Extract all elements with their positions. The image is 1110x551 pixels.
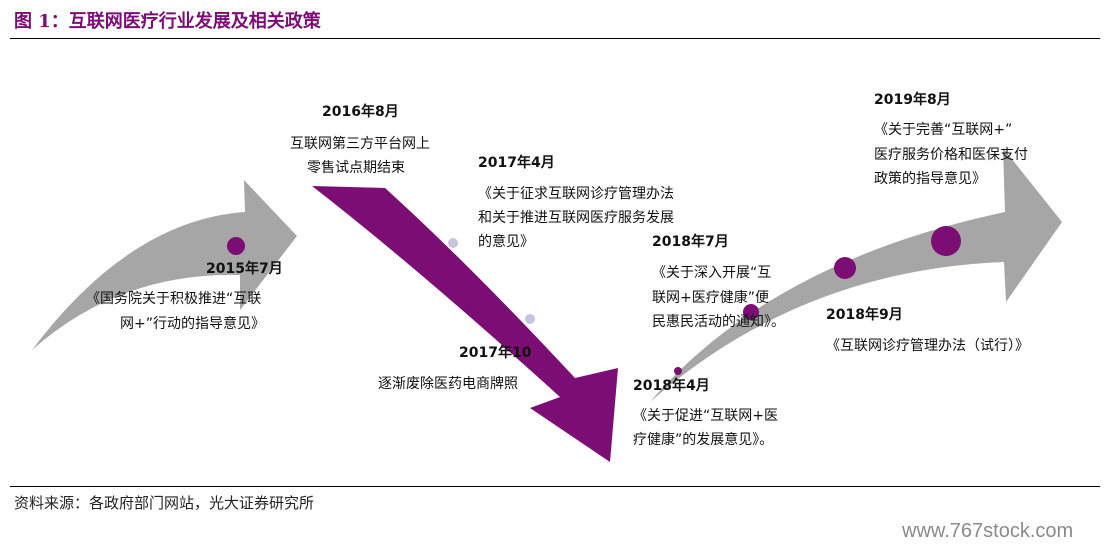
- event-2017-10-date: 2017年10: [459, 345, 532, 361]
- event-2018-07-text-1: 《关于深入开展“互: [652, 265, 772, 281]
- bottom-rule: [10, 486, 1100, 487]
- event-2017-04-text-3: 的意见》: [478, 234, 534, 250]
- marker-2019-08: [931, 226, 961, 256]
- figure-title: 图 1：互联网医疗行业发展及相关政策: [14, 11, 321, 32]
- event-2015-07-date: 2015年7月: [206, 261, 283, 277]
- right-gray-arrow: [650, 148, 1062, 402]
- event-2018-04-date: 2018年4月: [633, 378, 710, 394]
- marker-2015-07: [227, 237, 245, 255]
- event-2017-04-text-2: 和关于推进互联网医疗服务发展: [478, 210, 674, 226]
- top-rule: [10, 38, 1100, 39]
- event-2016-08-date: 2016年8月: [322, 104, 399, 120]
- event-2015-07-text-1: 《国务院关于积极推进“互联: [86, 291, 262, 307]
- event-2019-08-text-2: 医疗服务价格和医保支付: [874, 147, 1028, 163]
- marker-2018-04: [674, 367, 682, 375]
- event-2019-08-text-1: 《关于完善“互联网+”: [874, 122, 1013, 138]
- event-2018-04-text-2: 疗健康”的发展意见》。: [633, 432, 774, 448]
- purple-down-arrow: [312, 186, 618, 462]
- event-2018-07-text-2: 联网+医疗健康”便: [652, 290, 769, 306]
- event-2018-04-text-1: 《关于促进“互联网+医: [633, 408, 778, 424]
- event-2017-04-date: 2017年4月: [478, 155, 555, 171]
- event-2017-10-text-1: 逐渐废除医药电商牌照: [378, 376, 518, 392]
- left-gray-arrow: [32, 180, 297, 350]
- event-2018-09-text-1: 《互联网诊疗管理办法（试行）》: [826, 338, 1029, 354]
- event-2015-07-text-2: 网+”行动的指导意见》: [120, 316, 265, 332]
- site-watermark: www.767stock.com: [902, 520, 1074, 542]
- event-2019-08-date: 2019年8月: [874, 92, 951, 108]
- source-note: 资料来源：各政府部门网站，光大证券研究所: [14, 494, 315, 512]
- event-2019-08-text-3: 政策的指导意见》: [874, 171, 986, 187]
- marker-2017-04: [448, 238, 458, 248]
- event-2016-08-text-2: 零售试点期结束: [307, 160, 405, 176]
- marker-2018-09: [834, 257, 856, 279]
- event-2018-07-date: 2018年7月: [652, 234, 729, 250]
- marker-2018-07: [743, 304, 759, 320]
- event-2018-07-text-3: 民惠民活动的通知》。: [652, 314, 785, 330]
- event-2016-08-text-1: 互联网第三方平台网上: [290, 136, 430, 152]
- marker-2017-10: [525, 314, 535, 324]
- event-2018-09-date: 2018年9月: [826, 307, 903, 323]
- event-2017-04-text-1: 《关于征求互联网诊疗管理办法: [478, 186, 674, 202]
